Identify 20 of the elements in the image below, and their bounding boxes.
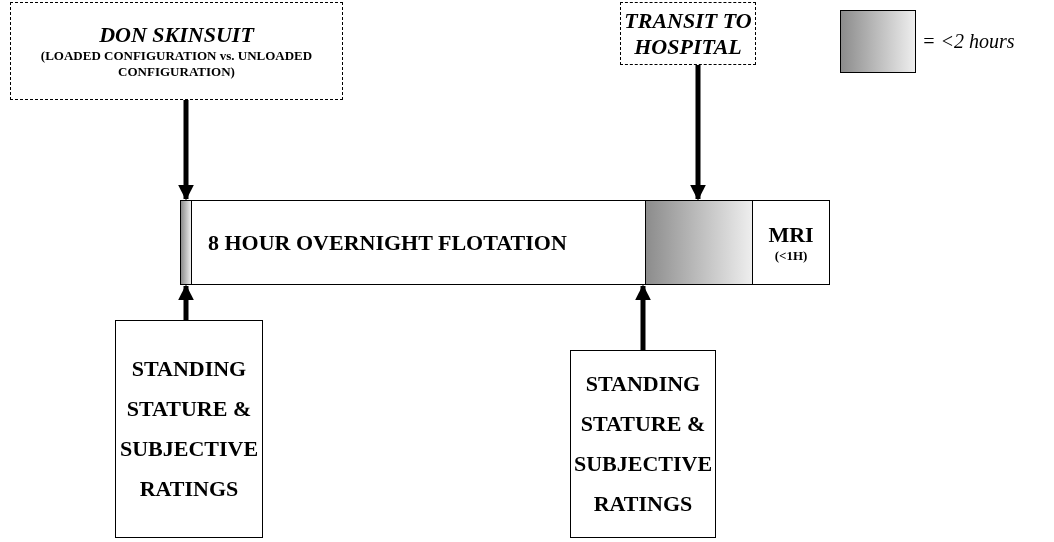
timeline-segment bbox=[180, 200, 192, 285]
duration-label: (<1H) bbox=[774, 247, 808, 264]
timeline-segment bbox=[191, 200, 646, 285]
measurement-box bbox=[570, 350, 716, 538]
step-note: (LOADED CONFIGURATION vs. UNLOADED CONFIGURATION) bbox=[39, 48, 314, 80]
step-title: TRANSIT TO HOSPITAL bbox=[623, 7, 753, 60]
arrow bbox=[178, 100, 194, 201]
timeline-segment bbox=[752, 200, 830, 285]
legend-label: = <2 hours bbox=[922, 30, 1015, 53]
arrow bbox=[178, 284, 194, 320]
arrow bbox=[635, 284, 651, 350]
measurement-label: STANDING STATURE & SUBJECTIVE RATINGS bbox=[118, 355, 260, 503]
step-title: DON SKINSUIT bbox=[99, 22, 254, 48]
segment-label: MRI bbox=[768, 221, 814, 248]
step-box bbox=[10, 2, 343, 100]
timeline-segment bbox=[645, 200, 753, 285]
measurement-box bbox=[115, 320, 263, 538]
segment-label: 8 HOUR OVERNIGHT FLOTATION bbox=[208, 229, 567, 256]
arrow bbox=[690, 65, 706, 201]
measurement-label: STANDING STATURE & SUBJECTIVE RATINGS bbox=[572, 370, 714, 518]
